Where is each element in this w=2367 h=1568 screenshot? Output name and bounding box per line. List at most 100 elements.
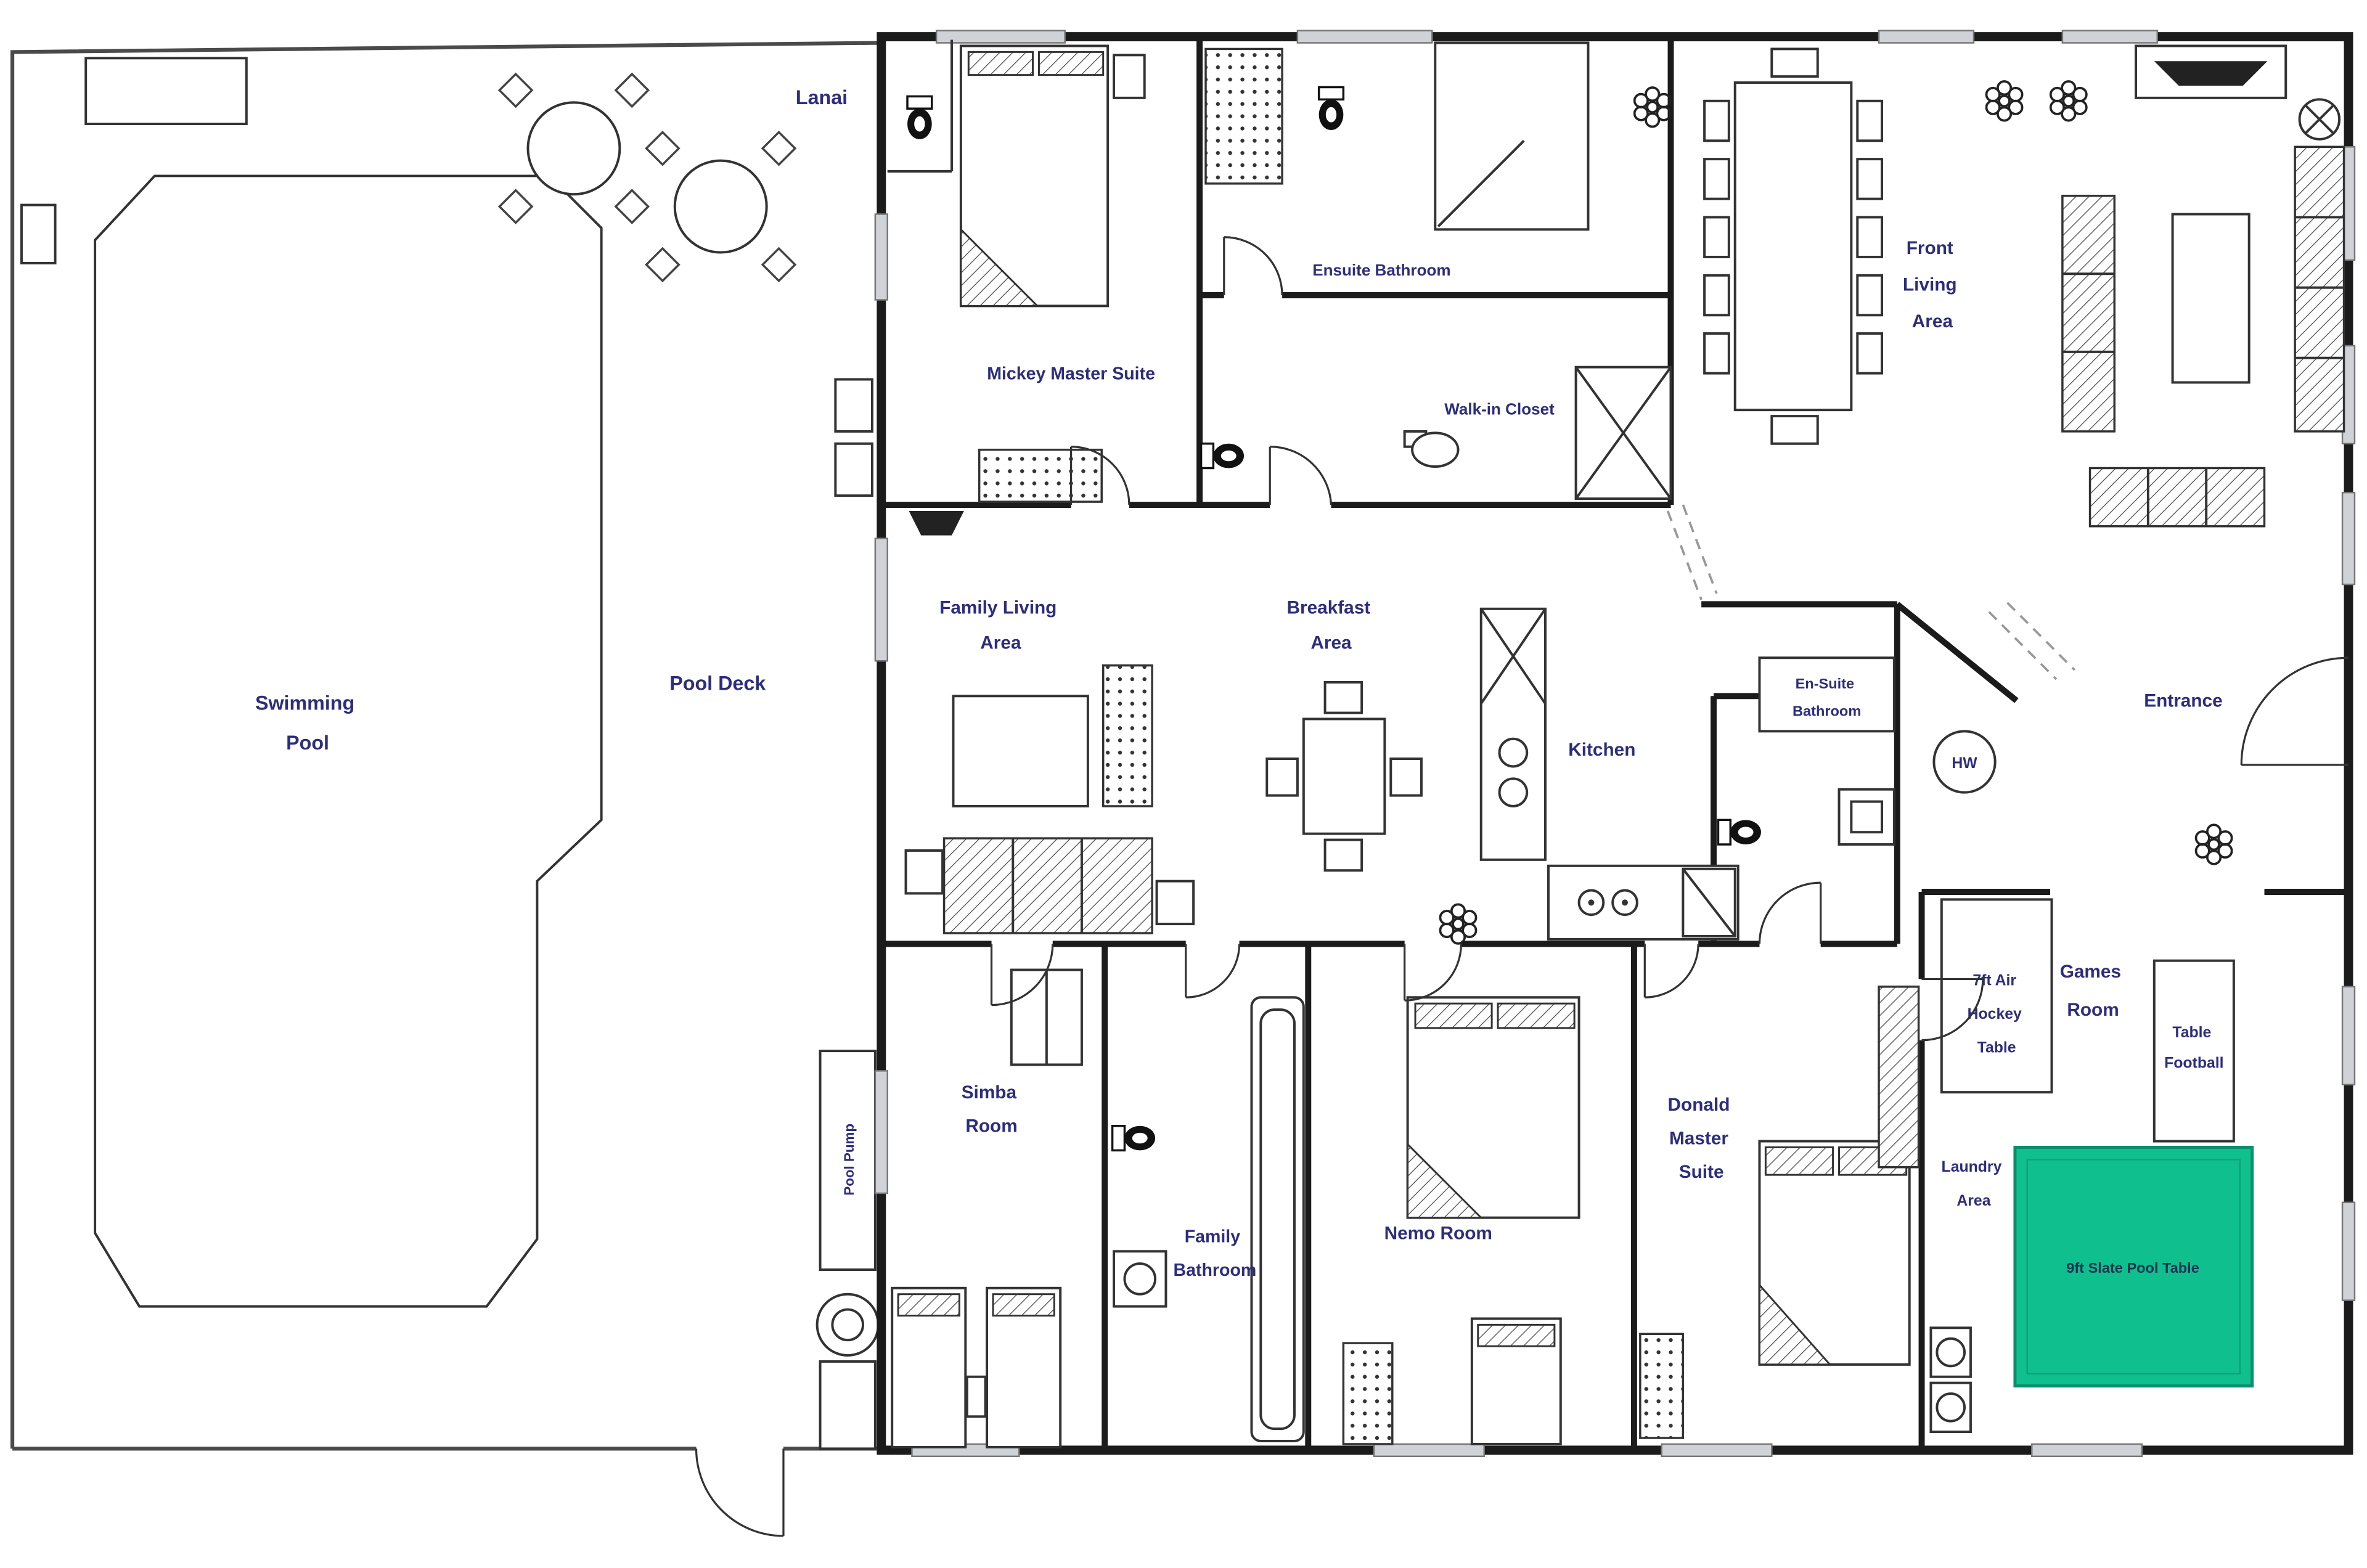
pillow	[1037, 51, 1105, 76]
bed-throw	[1758, 1282, 1832, 1366]
shower-enclosure	[1434, 41, 1590, 231]
lanai-side-unit	[20, 203, 57, 264]
room-en-suite-bathroom: En-Suite Bathroom HW	[1717, 656, 1997, 846]
nightstand	[965, 1375, 987, 1418]
nemo-room-label: Nemo Room	[1384, 1223, 1492, 1243]
lanai-label: Lanai	[796, 86, 848, 108]
door-arc	[1224, 236, 1283, 296]
tv-icon	[909, 510, 964, 536]
dining-chair	[1703, 158, 1730, 200]
toilet-icon	[906, 95, 933, 141]
window	[1296, 30, 1433, 44]
dining-chair	[1856, 158, 1883, 200]
room-breakfast-area: Breakfast Area	[1265, 597, 1478, 945]
room-entrance: Entrance	[2144, 656, 2349, 865]
toilet-icon	[1111, 1124, 1156, 1152]
exterior-wall	[877, 32, 2353, 1455]
pool-deck-gate-arc	[695, 1448, 783, 1537]
patio-chair-icon	[761, 131, 796, 166]
ceiling-fan-icon	[1985, 80, 2024, 122]
dining-chair	[1856, 216, 1883, 258]
dining-chair	[1770, 415, 1819, 445]
sink-basin	[1850, 800, 1883, 834]
pillow	[967, 51, 1034, 76]
dining-chair	[1856, 99, 1883, 142]
dining-chair	[1703, 274, 1730, 317]
entrance-dashed-line	[2006, 602, 2076, 671]
toilet-icon	[1200, 443, 1245, 470]
door-arc	[1270, 446, 1333, 505]
dining-chair	[1770, 47, 1819, 78]
swimming-pool-outline	[94, 174, 603, 1308]
dining-table	[1733, 81, 1853, 412]
table-football-label: Table Football	[2164, 1024, 2223, 1072]
vanity-unit	[1204, 47, 1283, 185]
simba-room-label: Simba Room	[962, 1082, 1022, 1137]
label-box	[1758, 656, 1895, 733]
open-plan-dashed-line	[1682, 504, 1718, 594]
laundry-area-label: Laundry Area	[1942, 1159, 2006, 1209]
ceiling-fan-icon	[1439, 903, 1478, 945]
kitchen-sink-icon	[1498, 737, 1529, 768]
ceiling-fan-icon	[1633, 86, 1672, 128]
outdoor-area: Swimming Pool Pool Deck Lanai Po	[10, 41, 881, 1537]
family-bathroom-label: Family Bathroom	[1174, 1227, 1257, 1280]
window	[1661, 1443, 1773, 1458]
toilet-icon	[1717, 819, 1762, 846]
sink-unit	[1113, 1250, 1167, 1308]
dining-chair	[1856, 274, 1883, 317]
patio-slider-door	[874, 213, 888, 301]
room-family-bathroom: Family Bathroom	[1111, 996, 1305, 1442]
sofa	[2061, 194, 2116, 433]
hot-water-label: HW	[1952, 755, 1977, 772]
patio-chair-icon	[761, 247, 796, 282]
bathtub	[1250, 996, 1305, 1442]
tv-icon	[2154, 61, 2268, 86]
kitchen-counter	[1479, 607, 1547, 861]
patio-chair-icon	[645, 247, 680, 282]
table-football	[2152, 959, 2235, 1143]
patio-chair-icon	[615, 73, 650, 108]
dresser	[1639, 1333, 1685, 1439]
air-hockey-table	[1940, 898, 2053, 1094]
doors	[990, 236, 1984, 1042]
nightstand	[1113, 54, 1146, 99]
patio-chair-icon	[645, 131, 680, 166]
window	[2341, 986, 2356, 1085]
room-nemo-room: Nemo Room	[1342, 996, 1580, 1445]
room-simba-room: Simba Room	[891, 968, 1083, 1448]
coffee-table	[2171, 213, 2250, 384]
breakfast-table	[1302, 717, 1386, 835]
front-living-area-label: Front Living Area	[1903, 238, 1962, 332]
dresser	[978, 448, 1103, 503]
media-unit	[952, 695, 1089, 807]
cooktop-knob	[1622, 899, 1629, 906]
room-donald-master-suite: Donald Master Suite	[1639, 986, 1920, 1439]
lanai-bench	[84, 57, 248, 126]
washer-drum	[1936, 1337, 1966, 1368]
dining-chair	[1703, 332, 1730, 375]
sofa	[2294, 145, 2345, 433]
door-arc	[991, 944, 1054, 1007]
toilet-icon	[1317, 86, 1345, 131]
window	[2341, 1201, 2356, 1301]
pillow	[897, 1293, 960, 1317]
patio-slider-door	[874, 537, 888, 662]
pool-equipment-box	[819, 1360, 877, 1450]
pool-table-inner-line	[2026, 1159, 2241, 1375]
window	[935, 30, 1066, 44]
room-kitchen: Kitchen	[1479, 607, 1739, 941]
window	[1878, 30, 1975, 44]
room-games-room: 7ft Air Hockey Table Table Football 9ft …	[1929, 898, 2254, 1434]
breakfast-chair	[1323, 680, 1363, 714]
pool-pump-label: Pool Pump	[841, 1124, 857, 1196]
sofa	[942, 837, 1153, 934]
window	[2061, 30, 2159, 44]
dryer-drum	[1936, 1392, 1966, 1423]
pool-pump-enclosure	[819, 1050, 877, 1272]
ceiling-fan-icon	[2049, 80, 2088, 122]
air-hockey-table-label: 7ft Air Hockey Table	[1968, 972, 2026, 1056]
outdoor-storage-box	[834, 442, 873, 497]
pillow	[1497, 1002, 1576, 1029]
dining-chair	[1703, 99, 1730, 142]
